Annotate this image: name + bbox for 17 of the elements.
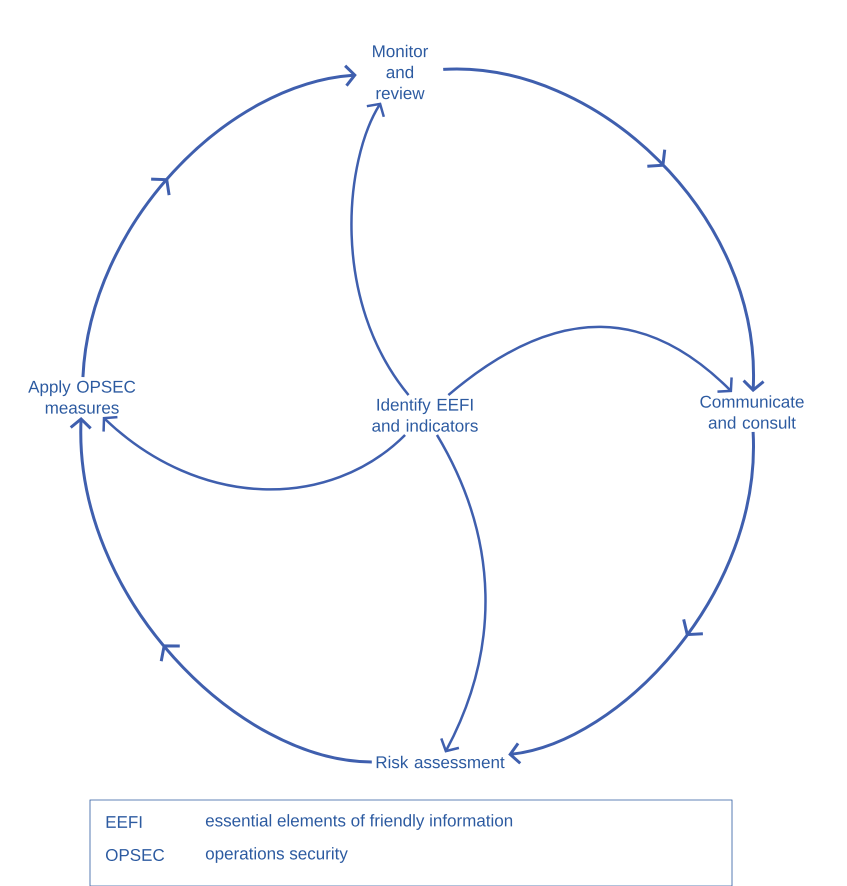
abbreviation: OPSEC: [106, 849, 164, 862]
definition: operations security: [206, 847, 348, 863]
step-label: Monitor and review: [373, 44, 428, 100]
step-label: Identify EEFI and indicators: [372, 398, 478, 432]
step-label: Risk assessment: [376, 756, 505, 768]
cycle-arrow: [508, 432, 755, 764]
cycle-arrow: [81, 64, 357, 378]
curved-arrow: [448, 326, 733, 396]
step-label: Communicate and consult: [700, 395, 804, 429]
curved-arrow: [436, 434, 487, 753]
abbreviation: EEFI: [106, 816, 142, 828]
cycle-arrow: [443, 68, 765, 392]
definition: essential elements of friendly information: [206, 814, 512, 830]
cycle-arrow: [70, 416, 372, 764]
curved-arrow: [350, 102, 410, 396]
step-label: Apply OPSEC measures: [28, 380, 136, 414]
curved-arrow: [102, 416, 406, 490]
